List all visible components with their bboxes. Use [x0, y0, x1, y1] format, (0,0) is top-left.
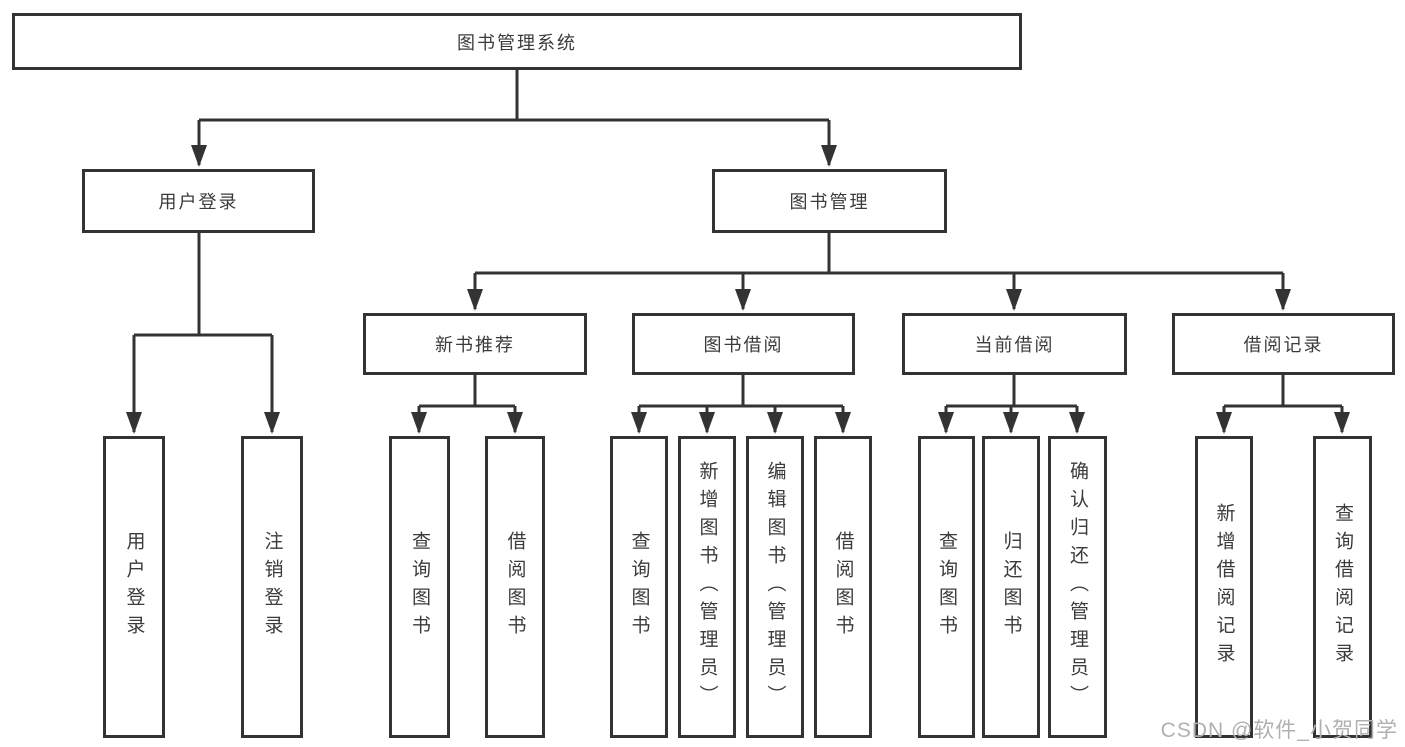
- node-label: 查询借阅记录: [1332, 503, 1353, 671]
- node-label: 新书推荐: [435, 335, 515, 355]
- connector-path: [1224, 375, 1342, 408]
- node-label: 用户登录: [123, 531, 145, 643]
- node-book-borrow: 图书借阅: [632, 313, 855, 375]
- node-new-book-recommend: 新书推荐: [363, 313, 587, 375]
- node-current-borrow: 当前借阅: [902, 313, 1127, 375]
- leaf-confirm-return-admin: 确认归还（管理员）: [1048, 436, 1107, 738]
- node-library-management-system: 图书管理系统: [12, 13, 1022, 70]
- node-label: 确认归还（管理员）: [1067, 461, 1088, 713]
- connector-path: [134, 233, 272, 337]
- leaf-add-borrow-record: 新增借阅记录: [1195, 436, 1253, 738]
- connector-path: [475, 233, 1283, 275]
- node-label: 用户登录: [158, 192, 239, 212]
- leaf-edit-books-admin: 编辑图书（管理员）: [746, 436, 804, 738]
- connector-path: [946, 375, 1077, 408]
- node-label: 注销登录: [261, 531, 283, 643]
- leaf-borrow-books-2: 借阅图书: [814, 436, 872, 738]
- node-label: 查询图书: [628, 531, 650, 643]
- node-borrow-records: 借阅记录: [1172, 313, 1395, 375]
- leaf-return-books: 归还图书: [982, 436, 1040, 738]
- node-label: 新增借阅记录: [1213, 503, 1235, 671]
- node-label: 图书管理: [789, 192, 870, 212]
- leaf-query-books-2: 查询图书: [610, 436, 668, 738]
- connector-path: [419, 375, 515, 408]
- node-book-management: 图书管理: [712, 169, 947, 233]
- node-label: 查询图书: [409, 531, 430, 643]
- leaf-logout: 注销登录: [241, 436, 303, 738]
- node-label: 图书管理系统: [457, 32, 577, 53]
- leaf-query-books-3: 查询图书: [918, 436, 975, 738]
- connector-path: [199, 70, 829, 122]
- node-label: 图书借阅: [703, 335, 784, 355]
- node-label: 借阅图书: [832, 531, 854, 643]
- node-label: 借阅记录: [1243, 335, 1324, 355]
- csdn-watermark: CSDN @软件_小贺同学: [1160, 719, 1398, 742]
- node-label: 新增图书（管理员）: [696, 461, 718, 713]
- node-label: 借阅图书: [504, 531, 526, 643]
- leaf-add-books-admin: 新增图书（管理员）: [678, 436, 736, 738]
- connector-path: [639, 375, 843, 408]
- leaf-borrow-books-1: 借阅图书: [485, 436, 545, 738]
- leaf-user-login: 用户登录: [103, 436, 165, 738]
- node-label: 查询图书: [936, 531, 957, 643]
- node-label: 当前借阅: [974, 335, 1055, 355]
- leaf-query-borrow-record: 查询借阅记录: [1313, 436, 1372, 738]
- node-label: 归还图书: [1000, 531, 1022, 643]
- leaf-query-books-1: 查询图书: [389, 436, 450, 738]
- node-user-login: 用户登录: [82, 169, 315, 233]
- node-label: 编辑图书（管理员）: [764, 461, 786, 713]
